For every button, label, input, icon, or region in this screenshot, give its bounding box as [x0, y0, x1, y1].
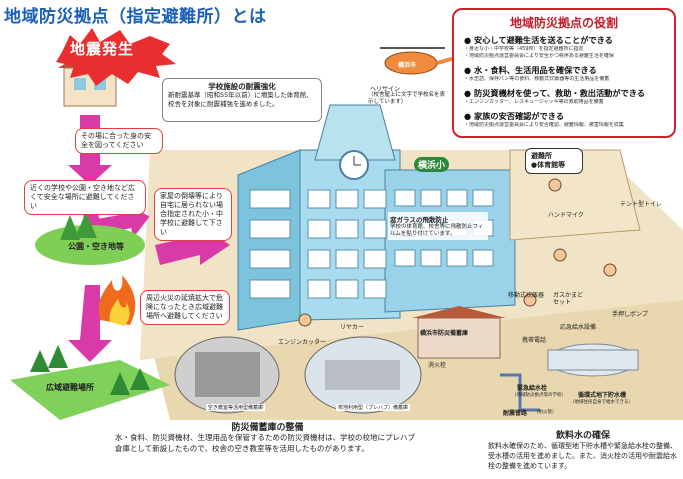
park-icon — [35, 212, 145, 265]
glass-film-note: 窓ガラスの飛散防止 学校の体育館、校舎等に飛散防止フィルムを貼り付けています。 — [388, 212, 488, 240]
shelter-item: ●体育館等 — [531, 161, 566, 169]
label-emergency-tank-sub: （地域防災拠点等の学校） — [512, 393, 566, 398]
role-main: ● 安心して避難生活を送ることができる — [464, 35, 613, 45]
shelter-title: 避難所 — [531, 152, 552, 160]
roles-title: 地域防災拠点の役割 — [509, 16, 618, 30]
school-seismic-text: 新耐震基準（昭和55年以前）に増築した体育館、校舎を対象に耐震補強を進めました。 — [168, 91, 313, 108]
stockpile-title: 防災備蓄庫の整備 — [231, 423, 304, 433]
label-rice-cooker: 移動式炊飯器 — [508, 292, 545, 299]
role-sub: ・地域防災拠点運営委員会により安否確認、避難情報、被害情報を収集 — [464, 122, 624, 128]
heli-sub: （校舎屋上に文字で学校名を表示しています） — [368, 92, 446, 105]
note-house-damage: 家屋の倒壊等により自宅に居られない場合指定された小・中学校に避難して下さい — [154, 188, 232, 241]
label-emergency-tank: 緊急給水栓 — [517, 385, 548, 392]
label-gas-stove: ガスかまどセット — [553, 292, 584, 306]
label-warehouse: 横浜市防災備蓄庫 — [420, 330, 469, 337]
role-main: ● 水・食料、生活用品を確保できる — [464, 65, 597, 75]
role-item: ● 水・食料、生活用品を確保できる ・水缶詰、保存パン等の食料、移動式炊飯器等の… — [464, 64, 674, 83]
role-item: ● 安心して避難生活を送ることができる ・身近な小・中学校等（459校）を指定避… — [464, 34, 674, 59]
glass-text: 学校の体育館、校舎等に飛散防止フィルムを貼り付けています。 — [390, 224, 484, 237]
note-fire: 周辺火災の延焼拡大で危険になったとき広域避難場所へ避難してください — [140, 290, 230, 325]
arrow-to-wide-area-icon — [68, 285, 112, 362]
drinking-water-section: 飲料水の確保 飲料水確保のため、循環型地下貯水槽や緊急給水栓の整備、受水槽の活用… — [488, 428, 678, 471]
fire-icon — [98, 275, 136, 326]
school-seismic-box: 学校施設の耐震強化 新耐震基準（昭和55年以前）に増築した体育館、校舎を対象に耐… — [162, 78, 322, 122]
schoolyard-ground — [150, 290, 683, 420]
stockpile-section: 防災備蓄庫の整備 水・食料、防災資機材、生理用品を保管するための防災資機材は、学… — [115, 420, 420, 454]
glass-title: 窓ガラスの飛散防止 — [390, 216, 449, 224]
school-sign: 横浜小 — [414, 157, 450, 172]
heli-name: 横浜市 — [398, 62, 417, 69]
label-pipe-sub: （耐火管） — [534, 410, 557, 415]
note-home-safety: その場に合った身の安全を図ってください — [75, 128, 163, 154]
role-item: ● 防災資機材を使って、救助・救出活動ができる ・エンジンカッター、レスキュージ… — [464, 87, 674, 106]
park-label: 公園・空き地等 — [68, 242, 124, 251]
label-photo-prefab: 校地利用型（プレハブ）備蓄庫 — [336, 404, 411, 411]
photo-indoor-warehouse — [174, 336, 280, 414]
note-park-move: 近くの学校や公園・空き地など広くて安全な場所に避難してください — [24, 180, 146, 215]
role-main: ● 防災資機材を使って、救助・救出活動ができる — [464, 88, 645, 98]
heli-caption: ヘリサイン — [370, 86, 401, 93]
label-rear-car: リヤカー — [340, 324, 365, 331]
drinking-water-text: 飲料水確保のため、循環型地下貯水槽や緊急給水栓の整備、受水槽の活用を進めました。… — [488, 442, 677, 470]
role-main: ● 家族の安否確認ができる — [464, 111, 564, 121]
label-photo-indoor: 空き教室等活用型備蓄庫 — [206, 404, 266, 411]
water-pipe — [500, 373, 540, 412]
role-item: ● 家族の安否確認ができる ・地域防災拠点運営委員会により安否確認、避難情報、被… — [464, 110, 674, 129]
label-hand-pump: 手押しポンプ — [612, 311, 648, 318]
label-water-tank: 循環式地下貯水槽 — [578, 392, 627, 399]
shelter-label: 避難所 ●体育館等 — [525, 148, 583, 174]
people-figures — [298, 178, 617, 327]
roles-box: 地域防災拠点の役割 ● 安心して避難生活を送ることができる ・身近な小・中学校等… — [452, 8, 676, 138]
water-tank-icon — [547, 343, 639, 377]
label-pipe: 耐震管路 — [503, 410, 528, 417]
helicopter-icon — [380, 47, 456, 75]
page-title: 地域防災拠点（指定避難所）とは — [4, 7, 267, 27]
drinking-water-title: 飲料水の確保 — [555, 431, 610, 441]
school-seismic-title: 学校施設の耐震強化 — [208, 82, 276, 91]
earthquake-banner: 地震発生 — [70, 40, 135, 58]
label-tent-toilet: テント型トイレ — [620, 201, 663, 208]
label-hand-mic: ハンドマイク — [548, 212, 584, 219]
label-fire-hydrant: 消火栓 — [428, 362, 447, 369]
label-tank-unit: 応急給水設備 — [560, 324, 597, 331]
wide-area-label: 広域避難場所 — [46, 383, 94, 392]
wide-area-icon — [10, 345, 170, 420]
label-engine-cutter: エンジンカッター — [278, 339, 327, 346]
warehouse-icon — [412, 306, 506, 359]
role-sub: ・エンジンカッター、レスキュージャッキ等の救助用品を備蓄 — [464, 99, 604, 105]
role-sub: ・水缶詰、保存パン等の食料、移動式炊飯器等の生活用品を備蓄 — [464, 76, 610, 82]
label-water-tank-sub: （地域住民自身で給水できる） — [570, 400, 633, 405]
photo-prefab-warehouse — [304, 336, 422, 414]
label-phone: 携帯電話 — [522, 337, 547, 344]
role-sub: ・身近な小・中学校等（459校）を指定避難所に指定 — [464, 46, 584, 52]
role-sub: ・地域防災拠点運営委員会により安全かつ秩序ある避難生活を確保 — [464, 52, 614, 59]
earthquake-burst-icon — [56, 28, 176, 86]
stockpile-text: 水・食料、防災資機材、生理用品を保管するための防災資機材は、学校の校地にプレハブ… — [115, 433, 415, 453]
